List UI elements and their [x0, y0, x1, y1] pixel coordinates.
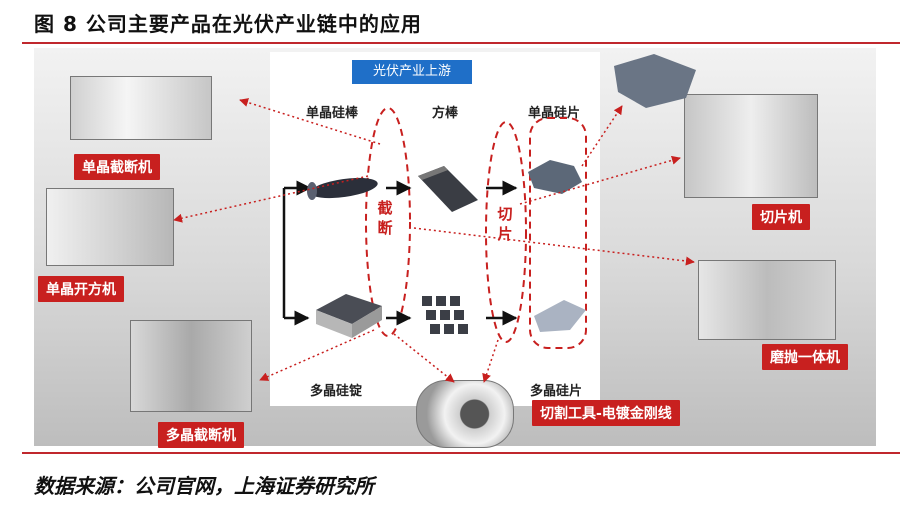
slicer-machine-image: [684, 94, 818, 198]
link-cut-to-mono-squaring: [173, 175, 369, 223]
link-slice-to-cutting-tool: [482, 339, 499, 383]
link-cut-to-poly-cutoff: [259, 329, 375, 381]
square-rod-shape: [418, 166, 478, 212]
source-note: 数据来源：公司官网，上海证券研究所: [34, 474, 374, 498]
mono-squaring-machine-label: 单晶开方机: [38, 276, 124, 302]
mono-cutoff-machine-label: 单晶截断机: [74, 154, 160, 180]
square-rod-label: 方棒: [432, 106, 459, 121]
mono-cutoff-machine-image: [70, 76, 212, 140]
poly-wafer-label: 多晶硅片: [530, 384, 583, 399]
poly-cutoff-machine-label: 多晶截断机: [158, 422, 244, 448]
poly-blocks-shape: [422, 296, 468, 334]
cut-operation-label: 截断: [377, 199, 393, 237]
slice-process-ellipse: [485, 121, 527, 343]
figure-title: 图 8 公司主要产品在光伏产业链中的应用: [34, 12, 422, 36]
wafer-group-box: [529, 117, 587, 349]
diagram-shapes: [173, 54, 696, 383]
poly-ingot-side: [316, 310, 352, 338]
cutting-tool-label: 切割工具-电镀金刚线: [532, 400, 680, 426]
poly-ingot-front: [352, 306, 382, 338]
mono-rod-label: 单晶硅棒: [306, 106, 359, 121]
grind-polish-machine-label: 磨抛一体机: [762, 344, 848, 370]
upstream-badge: 光伏产业上游: [352, 60, 472, 84]
link-cut-to-cutting-tool: [393, 333, 455, 383]
link-cut-to-grind-polish: [413, 227, 695, 266]
link-cut-to-mono-cutoff: [239, 98, 381, 145]
mono-rod-end: [307, 182, 317, 200]
top-rule: [22, 42, 900, 44]
poly-cutoff-machine-image: [130, 320, 252, 412]
poly-ingot-top: [316, 294, 382, 324]
mono-rod-shape: [310, 177, 378, 199]
mono-squaring-machine-image: [46, 188, 174, 266]
cut-process-ellipse: [365, 107, 411, 337]
mono-wafer-label: 单晶硅片: [528, 106, 581, 121]
link-wafer-to-stack: [581, 105, 623, 167]
square-rod-top: [418, 166, 448, 180]
grind-polish-machine-image: [698, 260, 836, 340]
bottom-rule: [22, 452, 900, 454]
mono-wafer-stack-shape: [614, 54, 696, 108]
poly-ingot-label: 多晶硅锭: [310, 384, 363, 399]
cutting-tool-image: [416, 380, 514, 448]
poly-wafer-shape: [534, 300, 586, 332]
mono-wafer-shape: [528, 160, 582, 194]
slicer-machine-label: 切片机: [752, 204, 810, 230]
slice-operation-label: 切片: [497, 205, 513, 243]
diagram-stage: 单晶截断机 单晶开方机 多晶截断机 切片机 磨抛一体机 切割工具-电镀金刚线 光…: [34, 48, 876, 448]
